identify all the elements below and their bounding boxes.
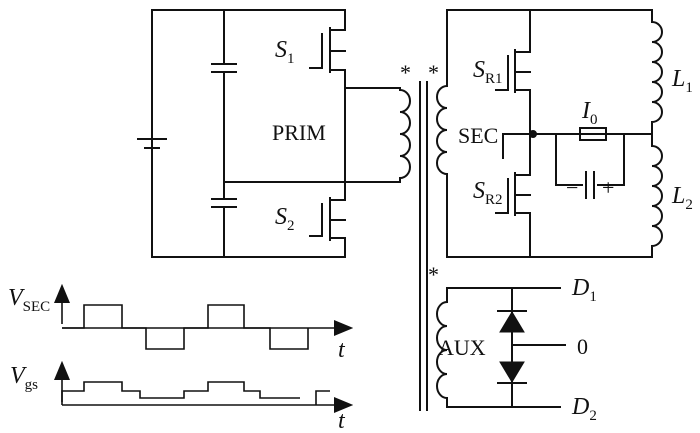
switch-s2 bbox=[309, 181, 346, 258]
label-vgs: Vgs bbox=[10, 363, 38, 393]
label-s1: S1 bbox=[275, 37, 295, 67]
star-aux: * bbox=[428, 262, 439, 287]
label-vsec: VSEC bbox=[8, 285, 50, 315]
label-sec: SEC bbox=[458, 123, 498, 148]
label-aux: AUX bbox=[438, 335, 486, 360]
label-sr1: SR1 bbox=[473, 57, 503, 87]
label-d2: D2 bbox=[571, 394, 597, 424]
waveform-vgs bbox=[54, 360, 354, 413]
label-s2: S2 bbox=[275, 204, 295, 234]
star-prim: * bbox=[400, 60, 411, 85]
axis-t-upper: t bbox=[338, 337, 346, 363]
label-l1: L1 bbox=[671, 66, 693, 96]
split-capacitors bbox=[211, 9, 237, 258]
label-minus: − bbox=[566, 175, 578, 200]
star-sec: * bbox=[428, 60, 439, 85]
label-sr2: SR2 bbox=[473, 178, 503, 208]
switch-sr2 bbox=[495, 132, 531, 258]
aux-circuit bbox=[436, 287, 566, 408]
inductor-l1 bbox=[651, 9, 663, 135]
inductor-l2 bbox=[651, 133, 663, 258]
primary-winding bbox=[398, 87, 411, 183]
label-zero: 0 bbox=[577, 334, 588, 359]
labels: S1 S2 PRIM * * * SEC AUX SR1 SR2 I0 − + … bbox=[8, 37, 693, 433]
label-i0: I0 bbox=[581, 98, 598, 128]
switch-sr1 bbox=[495, 9, 531, 134]
label-l2: L2 bbox=[671, 183, 693, 213]
label-prim: PRIM bbox=[272, 120, 326, 145]
primary-circuit bbox=[137, 9, 401, 258]
waveform-vsec bbox=[54, 283, 354, 350]
load-resistor bbox=[555, 127, 625, 199]
label-plus: + bbox=[602, 175, 614, 200]
switch-s1 bbox=[309, 9, 346, 89]
transformer-core bbox=[419, 81, 428, 411]
axis-t-lower: t bbox=[338, 408, 346, 433]
dc-source bbox=[137, 9, 167, 258]
secondary-circuit bbox=[436, 9, 663, 258]
label-d1: D1 bbox=[571, 275, 597, 305]
